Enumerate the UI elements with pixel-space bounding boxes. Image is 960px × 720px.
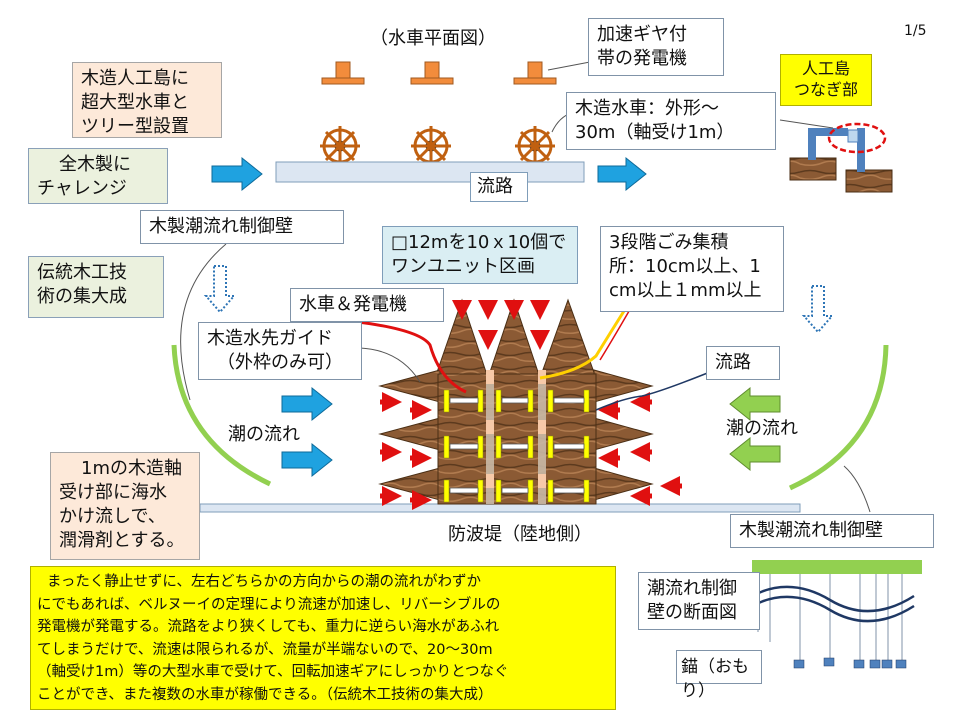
tide-left-label: 潮の流れ — [228, 424, 300, 445]
summary-line-5: （軸受け1m）等の大型水車で受けて、回転加速ギアにしっかりとつなぐ — [37, 664, 509, 680]
red-arrows-down — [452, 300, 550, 350]
unit-block-line-2: ワンユニット区画 — [391, 256, 535, 277]
guide-line-2: （外枠のみ可） — [217, 352, 343, 373]
tide-wall-left — [171, 344, 272, 487]
plan-channel-bar — [275, 161, 585, 183]
guide-box: 木造水先ガイド （外枠のみ可） — [198, 322, 362, 380]
bearing-line-3: かけ流しで、 — [59, 506, 166, 527]
dotted-down-arrows — [203, 265, 835, 334]
cable-red — [357, 320, 467, 394]
island-setup-line-2: 超大型水車と — [81, 92, 189, 113]
cable-blue — [595, 371, 711, 411]
channel-right-box: 流路 — [706, 346, 780, 380]
island-joint-illustration — [779, 119, 893, 193]
gear-generator-box: 加速ギヤ付 帯の発電機 — [588, 18, 724, 76]
plan-waterwheels — [320, 126, 555, 166]
page-number: 1/5 — [904, 23, 927, 39]
summary-line-2: にでもあれば、ベルヌーイの定理により流速が加速し、リバーシブルの — [37, 596, 501, 613]
callout-line-gear — [547, 61, 591, 71]
wheel-generator-box: 水車＆発電機 — [290, 288, 444, 322]
bearing-line-2: 受け部に海水 — [59, 482, 167, 503]
cable-yellow — [539, 291, 638, 380]
garbage-line-2: 所：10cm以上、1 — [609, 256, 761, 277]
tide-wall-top-label: 木製潮流れ制御壁 — [149, 216, 293, 237]
tide-wall-right — [788, 344, 889, 491]
bearing-box: 1mの木造軸 受け部に海水 かけ流しで、 潤滑剤とする。 — [50, 452, 200, 560]
garbage-line-1: 3段階ごみ集積 — [609, 232, 729, 253]
unit-block-box: □12mを10ｘ10個で ワンユニット区画 — [382, 226, 578, 284]
guide-cones-top — [378, 298, 654, 501]
island-joint-box: 人工島 つなぎ部 — [780, 54, 872, 106]
garbage-box: 3段階ごみ集積 所：10cm以上、1 cm以上１mm以上 — [600, 226, 784, 312]
traditional-line-1: 伝統木工技 — [37, 262, 127, 283]
summary-line-4: てしまうだけで、流速は限られるが、流量が半端ないので、20〜30m — [37, 641, 493, 658]
wall-section-line-1: 潮流れ制御 — [647, 578, 737, 599]
waterwheel-block — [437, 373, 597, 505]
bearing-line-1: 1mの木造軸 — [81, 458, 182, 479]
all-wood-line-1: 全木製に — [59, 154, 131, 175]
tide-arrows-left — [281, 386, 333, 478]
block-waterwheels — [443, 370, 590, 503]
callout-guide — [359, 347, 421, 383]
anchor-box: 錨（おもり） — [676, 650, 762, 701]
plan-flow-arrows — [211, 156, 647, 192]
traditional-box: 伝統木工技 術の集大成 — [28, 256, 164, 318]
island-setup-line-1: 木造人工島に — [81, 68, 189, 89]
tide-wall-bottom-label: 木製潮流れ制御壁 — [739, 520, 883, 541]
island-joint-line-2: つなぎ部 — [793, 80, 858, 99]
all-wood-box: 全木製に チャレンジ — [28, 148, 168, 204]
gear-generator-line-2: 帯の発電機 — [597, 48, 687, 69]
channel-top-box: 流路 — [470, 172, 528, 202]
bearing-line-4: 潤滑剤とする。 — [59, 530, 185, 551]
plan-caption: （水車平面図） — [370, 28, 496, 49]
channel-right-label: 流路 — [715, 352, 751, 373]
breakwater-bar — [199, 503, 801, 513]
red-arrows-right — [380, 392, 432, 510]
block-channels — [486, 374, 546, 504]
wall-section-box: 潮流れ制御 壁の断面図 — [638, 572, 760, 630]
traditional-line-2: 術の集大成 — [37, 286, 127, 307]
gear-generator-line-1: 加速ギヤ付 — [597, 24, 687, 45]
anchor-label: 錨（おもり） — [681, 657, 749, 701]
waterwheel-spec-line-1: 木造水車：外形～ — [575, 98, 719, 119]
wall-section-line-2: 壁の断面図 — [647, 602, 737, 623]
island-setup-box: 木造人工島に 超大型水車と ツリー型設置 — [72, 62, 222, 138]
plan-generators — [321, 61, 557, 85]
island-setup-line-3: ツリー型設置 — [81, 116, 189, 137]
waterwheel-spec-box: 木造水車：外形～ 30m（軸受け1m） — [566, 92, 776, 150]
tide-wall-bottom-box: 木製潮流れ制御壁 — [730, 514, 934, 548]
callout-tide-wall — [180, 243, 227, 401]
all-wood-line-2: チャレンジ — [37, 178, 127, 199]
callout-tide-wall-bottom — [843, 465, 871, 513]
tide-arrows-right — [729, 386, 781, 472]
red-arrows-left — [598, 392, 682, 506]
summary-line-1: まったく静止せずに、左右どちらかの方向からの潮の流れがわずか — [47, 574, 481, 590]
summary-line-6: ことができ、また複数の水車が稼働できる。（伝統木工技術の集大成） — [37, 686, 493, 703]
breakwater-label: 防波堤（陸地側） — [448, 524, 592, 545]
wall-section-illustration — [751, 560, 922, 669]
summary-box: まったく静止せずに、左右どちらかの方向からの潮の流れがわずか にでもあれば、ベル… — [30, 566, 616, 710]
wheel-generator-label: 水車＆発電機 — [299, 294, 407, 315]
unit-block-line-1: □12mを10ｘ10個で — [391, 232, 567, 253]
garbage-line-3: cm以上１mm以上 — [609, 280, 762, 301]
waterwheel-spec-line-2: 30m（軸受け1m） — [575, 122, 735, 143]
guide-line-1: 木造水先ガイド — [207, 328, 333, 349]
island-joint-line-1: 人工島 — [801, 59, 850, 78]
channel-top-label: 流路 — [477, 176, 513, 197]
tide-wall-top-box: 木製潮流れ制御壁 — [140, 210, 344, 244]
summary-line-3: 発電機が発電する。流路をより狭くしても、重力に逆らい海水があふれ — [37, 619, 500, 635]
tide-right-label: 潮の流れ — [726, 418, 798, 439]
